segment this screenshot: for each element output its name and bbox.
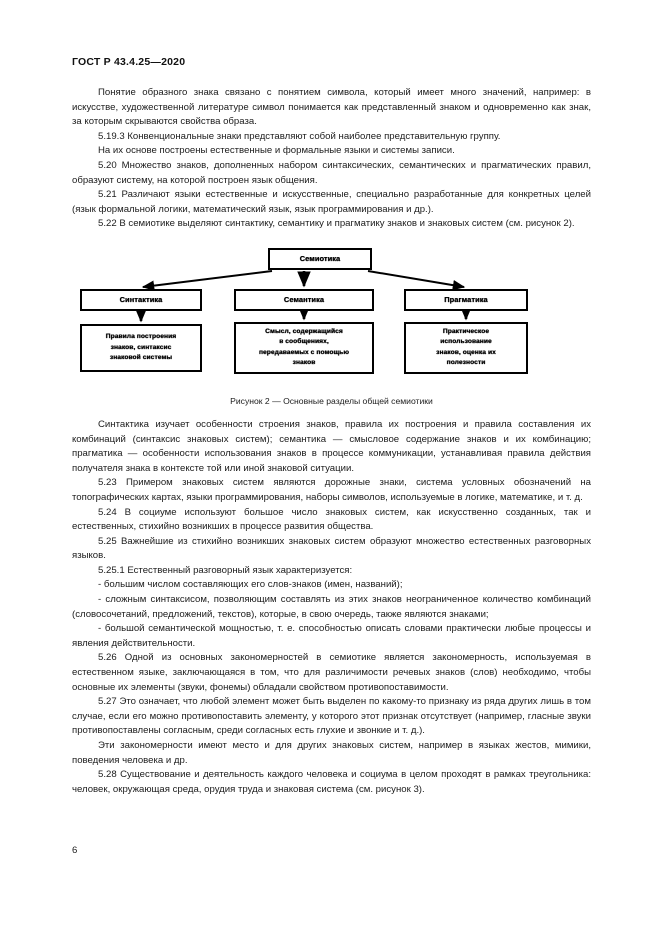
standard-header: ГОСТ Р 43.4.25—2020 (72, 56, 186, 68)
diagram-node-semantics: Семантика (234, 288, 374, 311)
paragraph-5-23: 5.23 Примером знаковых систем являются д… (72, 477, 591, 503)
semiotics-diagram: Семиотика Синтактика Семантика Прагматик… (72, 246, 591, 394)
semantics-detail-line-3: передаваемых с помощью (258, 348, 350, 356)
page-content: Понятие образного знака связано с поняти… (72, 86, 591, 797)
paragraph-5-19-3: 5.19.3 Конвенциональные знаки представля… (98, 130, 501, 142)
list-item-bullet-1: - большим числом составляющих его слов-з… (98, 579, 403, 591)
pragmatics-detail-line-3: знаков, оценка их (436, 348, 496, 356)
page-number: 6 (72, 845, 78, 856)
diagram-node-syntactics-label: Синтактика (119, 295, 163, 305)
paragraph-5-27: 5.27 Это означает, что любой элемент мож… (72, 696, 591, 737)
diagram-node-pragmatics: Прагматика (404, 288, 528, 311)
paragraph-5-25-1: 5.25.1 Естественный разговорный язык хар… (98, 564, 353, 576)
paragraph-5-25: 5.25 Важнейшие из стихийно возникших зна… (72, 535, 591, 562)
semantics-detail-line-1: Смысл, содержащийся (265, 327, 343, 335)
diagram-node-semantics-detail: Смысл, содержащийся в сообщениях, переда… (234, 321, 374, 374)
paragraph-syntactics-explanation: Синтактика изучает особенности строения … (72, 418, 591, 474)
list-item-bullet-2: - сложным синтаксисом, позволяющим соста… (72, 594, 591, 620)
paragraph-5-26: 5.26 Одной из основных закономерностей в… (72, 652, 591, 693)
figure-caption: Рисунок 2 — Основные разделы общей семио… (230, 395, 433, 406)
diagram-node-syntactics-detail: Правила построения знаков, синтаксис зна… (80, 323, 202, 372)
paragraph-5-19-3-b: На их основе построены естественные и фо… (98, 145, 455, 157)
connector-root-to-syntactics (141, 269, 273, 291)
syntactics-detail-line-3: знаковой системы (109, 354, 173, 362)
semantics-detail-line-4: знаков (292, 359, 316, 367)
diagram-node-semiotics: Семиотика (268, 247, 372, 270)
syntactics-detail-line-2: знаков, синтаксис (110, 343, 172, 351)
diagram-node-semantics-label: Семантика (283, 295, 325, 305)
paragraph-5-21: 5.21 Различают языки естественные и иску… (72, 189, 591, 215)
paragraph-5-24: 5.24 В социуме используют большое число … (72, 506, 591, 533)
diagram-connectors (134, 269, 473, 323)
diagram-node-pragmatics-label: Прагматика (444, 295, 488, 305)
connector-root-to-pragmatics (367, 269, 466, 291)
syntactics-detail-line-1: Правила построения (105, 333, 177, 341)
paragraph-intro: Понятие образного знака связано с поняти… (72, 87, 591, 128)
list-item-bullet-3: - большой семантической мощностью, т. е.… (72, 623, 591, 649)
pragmatics-detail-line-4: полезности (446, 359, 486, 367)
semantics-detail-line-2: в сообщениях, (279, 338, 329, 346)
paragraph-5-27-b: Эти закономерности имеют место и для дру… (72, 740, 591, 766)
paragraph-5-28: 5.28 Существование и деятельность каждог… (72, 769, 591, 795)
paragraph-5-20: 5.20 Множество знаков, дополненных набор… (72, 159, 591, 186)
pragmatics-detail-line-1: Практическое (442, 327, 490, 335)
figure-2: Семиотика Синтактика Семантика Прагматик… (72, 246, 591, 418)
pragmatics-detail-line-2: использование (440, 338, 492, 346)
diagram-node-syntactics: Синтактика (80, 288, 202, 311)
paragraph-5-22: 5.22 В семиотике выделяют синтактику, се… (98, 218, 575, 230)
diagram-node-pragmatics-detail: Практическое использование знаков, оценк… (404, 321, 528, 374)
diagram-node-semiotics-label: Семиотика (299, 254, 341, 264)
